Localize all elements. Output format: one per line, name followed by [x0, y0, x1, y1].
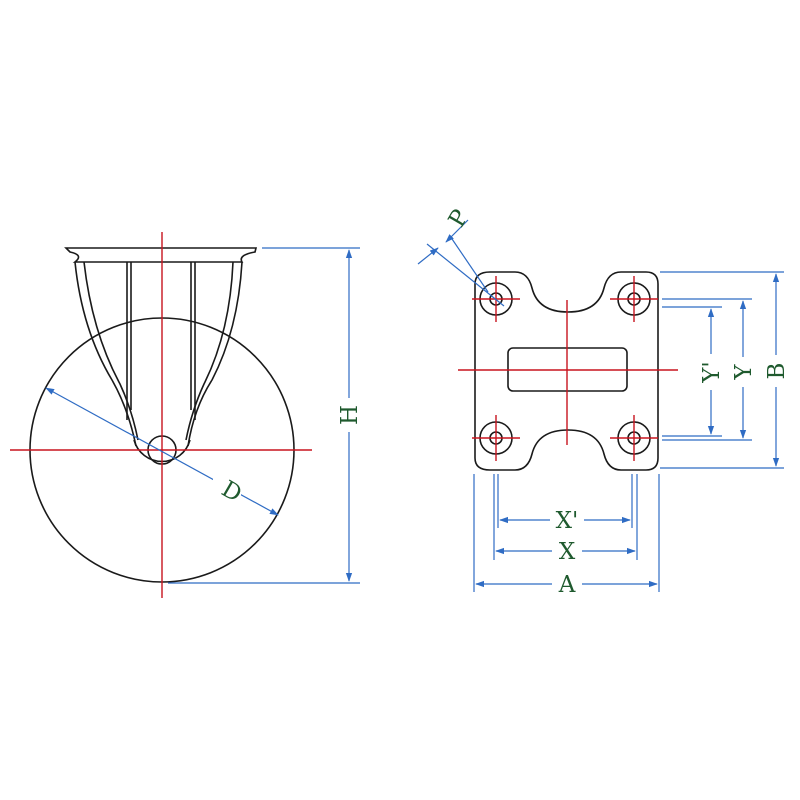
p-dimension-label: P [444, 205, 474, 231]
side-view: H D [10, 232, 364, 598]
y-dimension-label: Y [731, 364, 757, 381]
x-dimension-label: X [559, 539, 576, 565]
p-leader-line [449, 235, 489, 293]
plate-view: P Y' Y B X' X A [417, 205, 790, 598]
fork-inner-right [185, 261, 234, 441]
x-inner-dimension-label: X' [556, 508, 579, 534]
y-inner-dimension-label: Y' [699, 361, 725, 384]
b-dimension-label: B [764, 363, 790, 380]
p-extension [426, 243, 505, 307]
h-dimension-label: H [337, 405, 363, 425]
fork-top-plate [64, 247, 258, 263]
fork-leg-right [187, 261, 243, 447]
p-arrow-lower [417, 247, 439, 265]
mounting-plate-outline [474, 271, 659, 471]
a-dimension-label: A [558, 572, 576, 598]
p-arrow-upper [445, 219, 469, 243]
